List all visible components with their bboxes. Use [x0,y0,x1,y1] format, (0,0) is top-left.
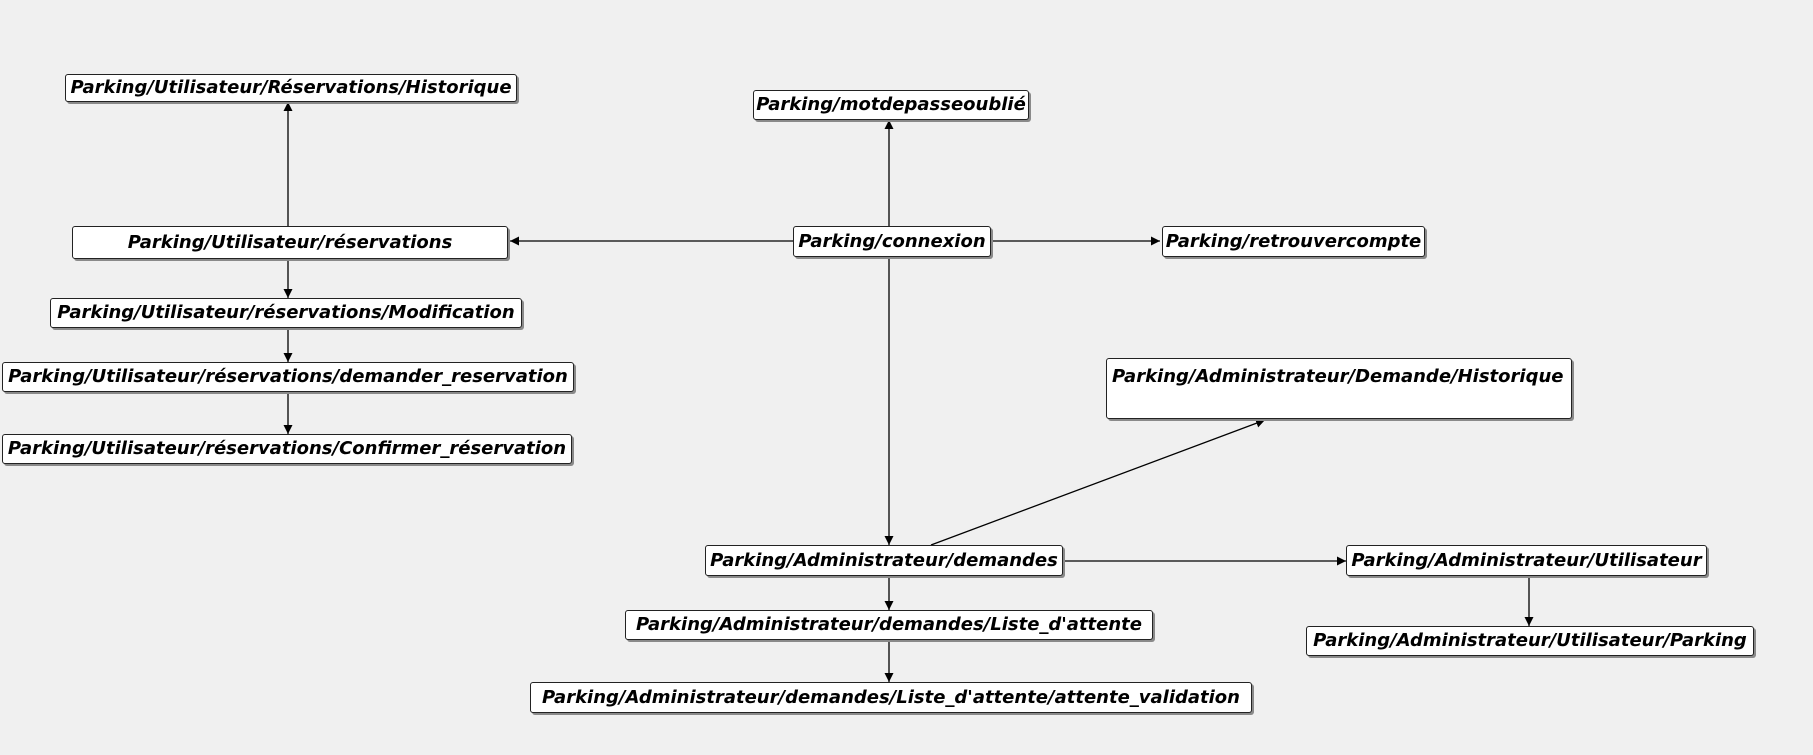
node-mdp-oublie[interactable]: Parking/motdepasseoublié [753,90,1029,120]
node-admin-demandes[interactable]: Parking/Administrateur/demandes [705,545,1063,576]
node-admin-utilisateur[interactable]: Parking/Administrateur/Utilisateur [1346,545,1707,576]
node-admin-demande-historique[interactable]: Parking/Administrateur/Demande/Historiqu… [1106,358,1572,419]
node-connexion[interactable]: Parking/connexion [793,226,991,257]
node-historique-reservations[interactable]: Parking/Utilisateur/Réservations/Histori… [65,74,517,102]
node-modification[interactable]: Parking/Utilisateur/réservations/Modific… [50,298,522,328]
node-reservations[interactable]: Parking/Utilisateur/réservations [72,226,508,259]
node-liste-attente[interactable]: Parking/Administrateur/demandes/Liste_d'… [625,610,1153,640]
node-admin-utilisateur-parking[interactable]: Parking/Administrateur/Utilisateur/Parki… [1306,626,1754,656]
edge-admin-demandes-to-historique [930,418,1266,546]
node-demander-reservation[interactable]: Parking/Utilisateur/réservations/demande… [2,362,574,392]
node-confirmer-reservation[interactable]: Parking/Utilisateur/réservations/Confirm… [2,434,572,464]
node-retrouver-compte[interactable]: Parking/retrouvercompte [1162,226,1425,257]
node-attente-validation[interactable]: Parking/Administrateur/demandes/Liste_d'… [530,682,1252,713]
